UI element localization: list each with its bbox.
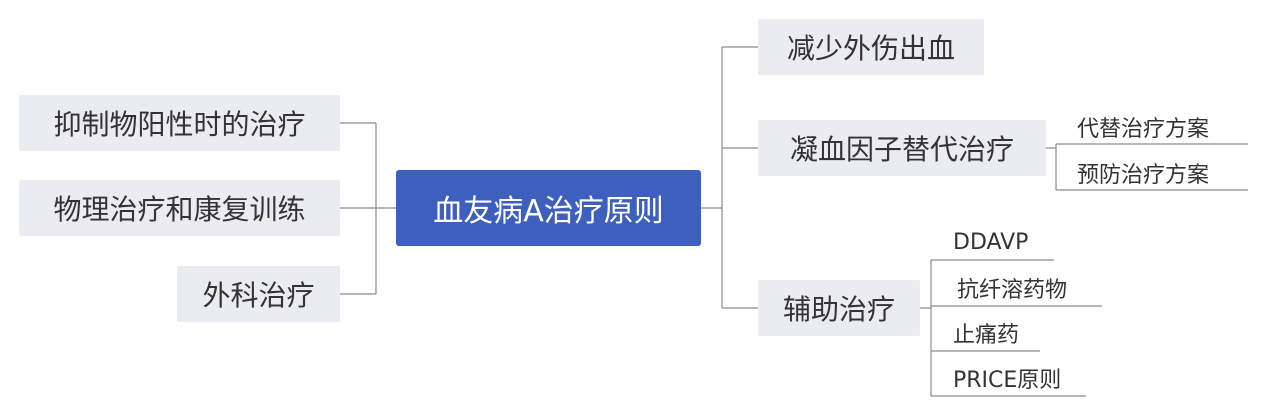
leaf-ddavp[interactable]: DDAVP	[953, 229, 1029, 255]
leaf-alternative-regimen[interactable]: 代替治疗方案	[1077, 117, 1210, 142]
branch-factor-replacement[interactable]: 凝血因子替代治疗	[758, 120, 1046, 176]
root-node[interactable]: 血友病A治疗原则	[396, 170, 701, 246]
branch-reduce-trauma-bleeding[interactable]: 减少外伤出血	[758, 19, 984, 75]
branch-physical-therapy-rehab[interactable]: 物理治疗和康复训练	[19, 180, 340, 236]
leaf-analgesics[interactable]: 止痛药	[953, 323, 1020, 348]
leaf-price-principle[interactable]: PRICE原则	[953, 368, 1062, 393]
branch-surgical-treatment[interactable]: 外科治疗	[177, 266, 340, 322]
branch-inhibitor-positive-treatment[interactable]: 抑制物阳性时的治疗	[19, 95, 340, 151]
leaf-antifibrinolytics[interactable]: 抗纤溶药物	[957, 278, 1068, 303]
branch-adjuvant-therapy[interactable]: 辅助治疗	[758, 280, 920, 336]
leaf-prophylaxis-regimen[interactable]: 预防治疗方案	[1077, 163, 1210, 188]
